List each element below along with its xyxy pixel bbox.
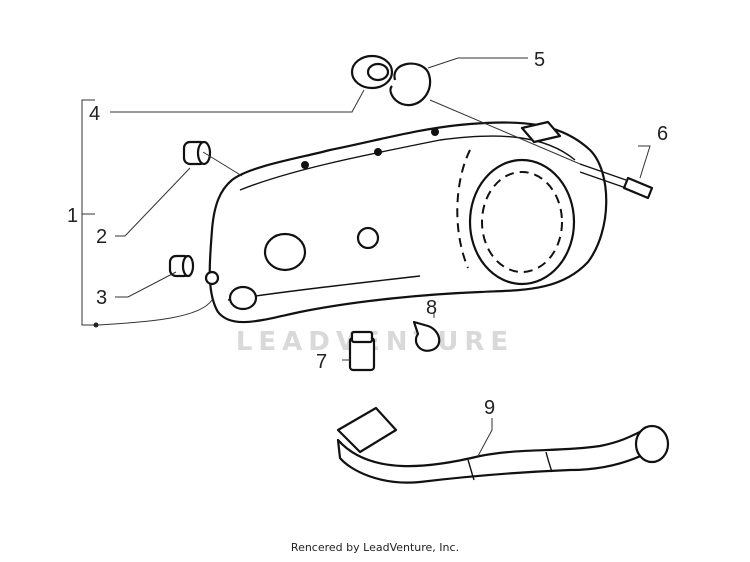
callout-6: 6 — [657, 123, 668, 145]
leader-lines — [81, 57, 651, 457]
circlip-5[interactable] — [389, 62, 432, 107]
bushing-3[interactable] — [168, 254, 195, 278]
bushing-2[interactable] — [182, 140, 212, 166]
callout-8: 8 — [426, 297, 437, 319]
air-duct-9[interactable] — [336, 406, 670, 484]
bolt-6[interactable] — [579, 163, 654, 200]
transmission-cover[interactable] — [204, 120, 608, 324]
clamp-8[interactable] — [412, 320, 441, 352]
callout-4: 4 — [89, 103, 100, 125]
callout-labels: 1 2 3 4 5 6 7 8 9 — [67, 49, 668, 419]
bearing-4[interactable] — [350, 54, 394, 90]
callout-5: 5 — [534, 49, 545, 71]
callout-9: 9 — [484, 397, 495, 419]
footer-credit: Rencered by LeadVenture, Inc. — [290, 541, 460, 554]
callout-1: 1 — [67, 205, 78, 227]
callout-3: 3 — [96, 287, 107, 309]
callout-7: 7 — [316, 351, 327, 373]
rubber-block-7[interactable] — [348, 330, 376, 372]
callout-2: 2 — [96, 226, 107, 248]
